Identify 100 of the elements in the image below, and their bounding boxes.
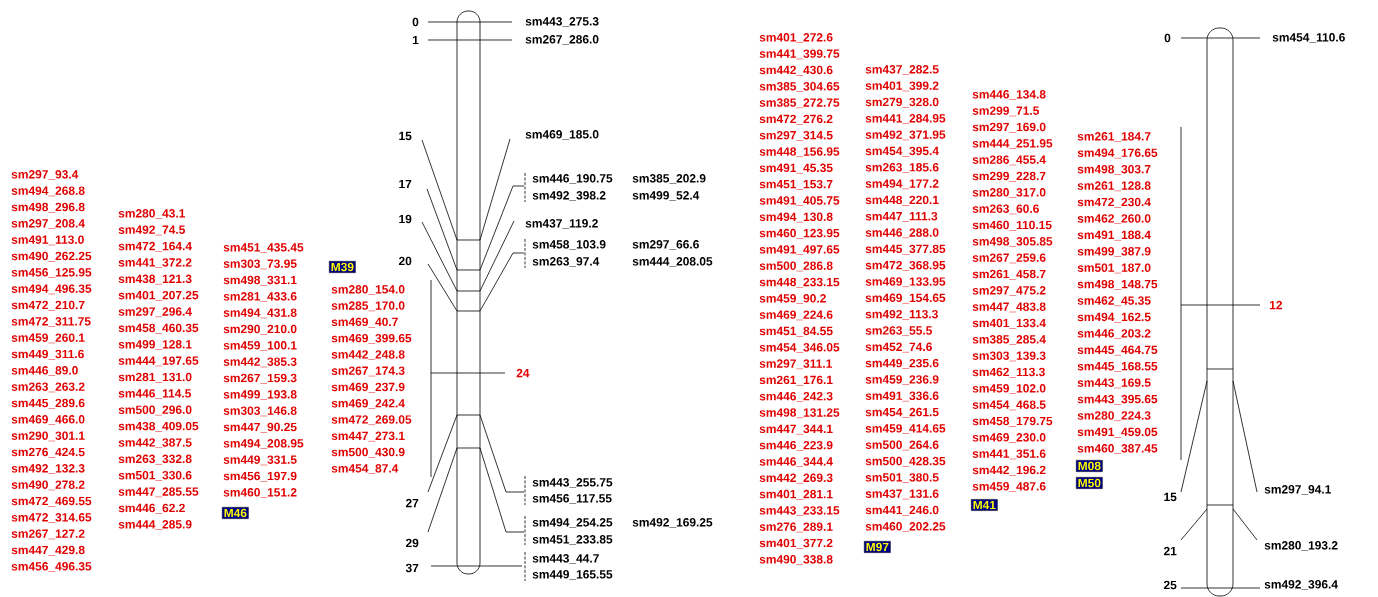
position-number: 27 — [405, 498, 419, 508]
marker-label: sm491_497.65 — [759, 245, 840, 255]
marker-label: sm500_286.8 — [759, 261, 833, 272]
marker-box: M39 — [329, 261, 356, 273]
marker-label: sm276_424.5 — [11, 447, 85, 458]
marker-label: sm454_395.4 — [865, 146, 939, 157]
marker-label: sm460_151.2 — [223, 488, 297, 498]
marker-label: sm263_60.6 — [972, 204, 1039, 215]
marker-label: sm447_90.25 — [223, 422, 297, 433]
marker-label: sm454_110.6 — [1272, 33, 1345, 43]
marker-label: sm454_468.5 — [972, 400, 1046, 411]
marker-label: sm297_93.4 — [11, 170, 79, 180]
marker-label: sm459_102.0 — [972, 384, 1046, 394]
marker-label: sm469_230.0 — [972, 433, 1046, 443]
marker-label: sm490_262.25 — [11, 251, 92, 262]
marker-label: sm458_179.75 — [972, 416, 1053, 427]
marker-label: sm401_377.2 — [759, 538, 833, 549]
marker-label: sm267_127.2 — [11, 529, 85, 540]
marker-label: sm443_44.7 — [532, 554, 599, 564]
marker-label: sm460_110.15 — [972, 220, 1052, 231]
marker-label: sm441_284.95 — [865, 114, 946, 124]
marker-label: sm297_296.4 — [118, 307, 192, 318]
marker-label: sm441_351.6 — [972, 449, 1046, 460]
marker-label: sm297_208.4 — [11, 219, 85, 229]
marker-label: sm462_113.3 — [972, 367, 1045, 378]
marker-label: sm472_164.4 — [118, 241, 192, 252]
marker-label: sm469_40.7 — [331, 317, 398, 328]
marker-label: sm500_428.35 — [865, 456, 946, 467]
marker-label: sm261_184.7 — [1077, 132, 1151, 142]
marker-label: sm494_208.95 — [223, 439, 304, 449]
marker-label: sm263_332.8 — [118, 454, 192, 465]
marker-label: sm451_84.55 — [759, 326, 833, 337]
marker-label: sm444_197.65 — [118, 356, 199, 367]
marker-label: sm451_153.7 — [759, 179, 833, 190]
marker-label: sm447_483.8 — [972, 302, 1046, 313]
marker-label: sm438_409.05 — [118, 421, 199, 432]
marker-label: sm460_123.95 — [759, 228, 840, 239]
marker-label: sm267_159.3 — [223, 373, 297, 384]
marker-label: sm437_282.5 — [865, 65, 939, 75]
marker-label: sm303_73.95 — [223, 259, 297, 270]
marker-label: sm280_154.0 — [331, 285, 405, 295]
marker-label: sm449_311.6 — [11, 349, 84, 360]
marker-label: sm448_233.15 — [759, 277, 840, 288]
marker-label: sm437_119.2 — [525, 219, 598, 229]
marker-box: M08 — [1076, 460, 1103, 472]
marker-label: sm458_103.9 — [532, 240, 606, 250]
marker-label: sm501_380.5 — [865, 473, 939, 483]
position-number: 15 — [1164, 492, 1177, 502]
marker-label: sm263_263.2 — [11, 382, 85, 393]
marker-label: sm444_251.95 — [972, 139, 1053, 149]
marker-label: sm267_259.6 — [972, 253, 1046, 264]
position-number: 29 — [405, 538, 419, 548]
marker-label: sm446_344.4 — [759, 457, 833, 467]
marker-label: sm442_248.8 — [331, 350, 405, 360]
marker-label: sm459_90.2 — [759, 294, 826, 304]
marker-label: sm472_230.4 — [1077, 197, 1151, 208]
marker-label: sm492_396.4 — [1264, 580, 1338, 590]
marker-label: sm491_113.0 — [11, 235, 84, 246]
marker-label: sm498_148.75 — [1077, 279, 1158, 290]
marker-label: sm494_268.8 — [11, 186, 85, 197]
position-number: 21 — [1163, 546, 1177, 556]
marker-label: sm280_224.3 — [1077, 411, 1151, 422]
marker-label: sm442_387.5 — [118, 438, 192, 449]
marker-label: sm303_146.8 — [223, 406, 297, 417]
marker-label: sm447_111.3 — [865, 212, 938, 222]
marker-label: sm500_296.0 — [118, 405, 192, 416]
marker-label: sm454_261.5 — [865, 407, 939, 418]
marker-label: sm441_246.0 — [865, 505, 939, 516]
marker-label: sm280_317.0 — [972, 188, 1046, 198]
marker-label: sm290_210.0 — [223, 324, 297, 335]
marker-label: sm446_190.75 — [532, 174, 613, 184]
marker-label: sm494_130.8 — [759, 212, 833, 223]
marker-label: sm446_288.0 — [865, 228, 939, 239]
marker-label: sm443_395.65 — [1077, 394, 1158, 405]
position-number: 19 — [399, 214, 412, 224]
marker-label: sm442_385.3 — [223, 357, 297, 368]
position-number: 24 — [516, 368, 530, 378]
marker-label: sm469_237.9 — [331, 382, 405, 393]
marker-label: sm446_62.2 — [118, 503, 185, 514]
marker-label: sm280_43.1 — [118, 209, 185, 219]
marker-label: sm447_344.1 — [759, 424, 833, 435]
marker-label: sm491_45.35 — [759, 163, 833, 174]
marker-label: sm297_314.5 — [759, 130, 833, 141]
marker-label: sm500_430.9 — [331, 447, 405, 458]
marker-label: sm492_74.5 — [118, 225, 185, 236]
marker-label: sm442_430.6 — [759, 65, 833, 76]
marker-label: sm443_169.5 — [1077, 378, 1151, 389]
marker-label: sm501_187.0 — [1077, 263, 1151, 274]
marker-label: sm385_304.65 — [759, 82, 840, 92]
marker-label: sm462_45.35 — [1077, 296, 1151, 307]
marker-label: sm462_260.0 — [1077, 214, 1151, 224]
marker-label: sm499_128.1 — [118, 340, 192, 350]
marker-label: sm445_377.85 — [865, 244, 946, 255]
marker-label: sm459_260.1 — [11, 333, 85, 344]
marker-label: sm494_176.65 — [1077, 148, 1158, 159]
marker-label: sm385_272.75 — [759, 98, 840, 109]
marker-label: sm469_242.4 — [331, 399, 405, 409]
marker-label: sm451_233.85 — [532, 535, 613, 545]
marker-label: sm263_55.5 — [865, 326, 932, 337]
marker-label: sm500_264.6 — [865, 440, 939, 451]
